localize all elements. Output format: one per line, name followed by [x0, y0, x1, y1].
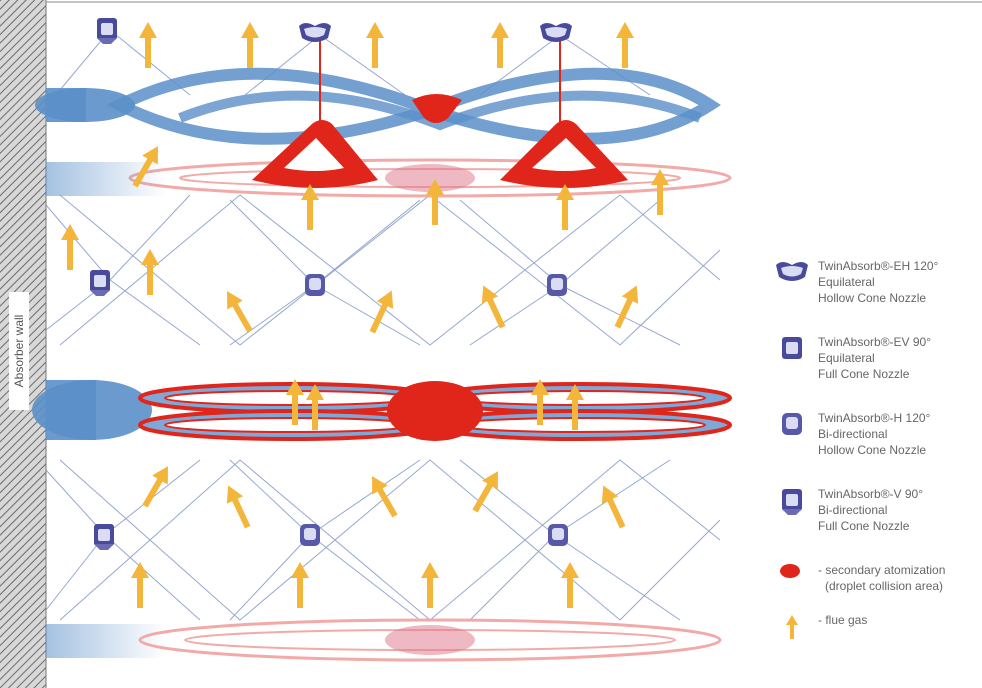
legend-v-line-2: Bi-directional — [818, 503, 888, 517]
full-cone-ev-nozzle-icon — [782, 337, 802, 359]
legend-eh-line-2: Equilateral — [818, 275, 875, 289]
legend-secondary-line-1: - secondary atomization — [818, 563, 946, 577]
legend-ev-line-1: TwinAbsorb®-EV 90° — [818, 335, 932, 349]
spray-cone-lines — [45, 29, 721, 621]
middle-spray-layer — [32, 380, 732, 441]
flue-gas-arrow-icon — [786, 615, 798, 639]
upper-spray-layer — [35, 40, 732, 198]
legend-h-line-1: TwinAbsorb®-H 120° — [818, 411, 931, 425]
lower-spray-layer — [46, 618, 722, 662]
hollow-cone-h-nozzle-icon — [782, 413, 802, 435]
secondary-atomization-icon — [780, 564, 800, 578]
legend-secondary-line-2: (droplet collision area) — [825, 579, 944, 593]
legend-v-line-1: TwinAbsorb®-V 90° — [818, 487, 924, 501]
hollow-cone-eh-nozzle-icon — [776, 262, 808, 281]
legend-ev-line-2: Equilateral — [818, 351, 875, 365]
legend-v-line-3: Full Cone Nozzle — [818, 519, 910, 533]
legend-flue-gas-line-1: - flue gas — [818, 613, 868, 627]
absorber-wall-label: Absorber wall — [9, 292, 29, 410]
full-cone-v-nozzle-icon — [782, 489, 802, 515]
legend-eh-line-3: Hollow Cone Nozzle — [818, 291, 927, 305]
legend-h-line-2: Bi-directional — [818, 427, 888, 441]
legend-ev-line-3: Full Cone Nozzle — [818, 367, 910, 381]
absorber-wall-text: Absorber wall — [12, 314, 26, 388]
legend-eh-line-1: TwinAbsorb®-EH 120° — [818, 259, 939, 273]
legend-h-line-3: Hollow Cone Nozzle — [818, 443, 927, 457]
